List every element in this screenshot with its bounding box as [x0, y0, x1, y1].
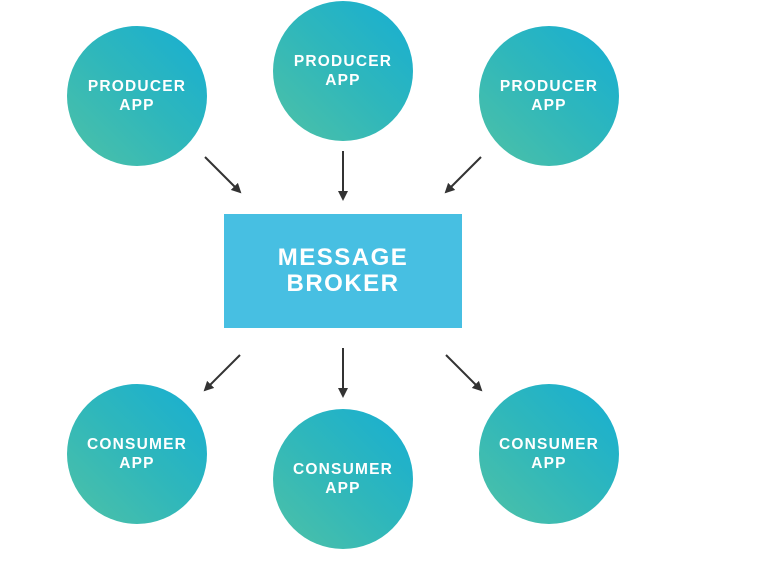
consumer-app-label-line1: CONSUMER: [86, 436, 188, 453]
arrow-broker-to-consumer-1: [203, 354, 241, 392]
broker-label-line1: MESSAGE: [277, 244, 409, 271]
arrow-producer-1-to-broker: [204, 156, 242, 194]
producer-app-node-2: PRODUCER APP: [273, 1, 413, 141]
broker-label-line2: BROKER: [286, 270, 400, 297]
producer-app-label-line1: PRODUCER: [87, 78, 187, 95]
arrow-broker-to-consumer-3: [445, 354, 483, 392]
consumer-app-label-line2: APP: [531, 455, 567, 472]
arrow-producer-3-to-broker: [444, 156, 482, 194]
consumer-app-node-2: CONSUMER APP: [273, 409, 413, 549]
producer-app-label-line1: PRODUCER: [293, 53, 393, 70]
message-broker-box: MESSAGE BROKER: [224, 214, 462, 328]
consumer-app-label-line2: APP: [119, 455, 155, 472]
producer-app-label-line2: APP: [325, 72, 361, 89]
consumer-app-node-3: CONSUMER APP: [479, 384, 619, 524]
producer-app-label-line2: APP: [531, 97, 567, 114]
producer-app-label-line2: APP: [119, 97, 155, 114]
consumer-app-label-line1: CONSUMER: [292, 461, 394, 478]
consumer-app-node-1: CONSUMER APP: [67, 384, 207, 524]
producer-app-node-1: PRODUCER APP: [67, 26, 207, 166]
producer-app-label-line1: PRODUCER: [499, 78, 599, 95]
consumer-app-label-line2: APP: [325, 480, 361, 497]
consumer-app-label-line1: CONSUMER: [498, 436, 600, 453]
producer-app-node-3: PRODUCER APP: [479, 26, 619, 166]
